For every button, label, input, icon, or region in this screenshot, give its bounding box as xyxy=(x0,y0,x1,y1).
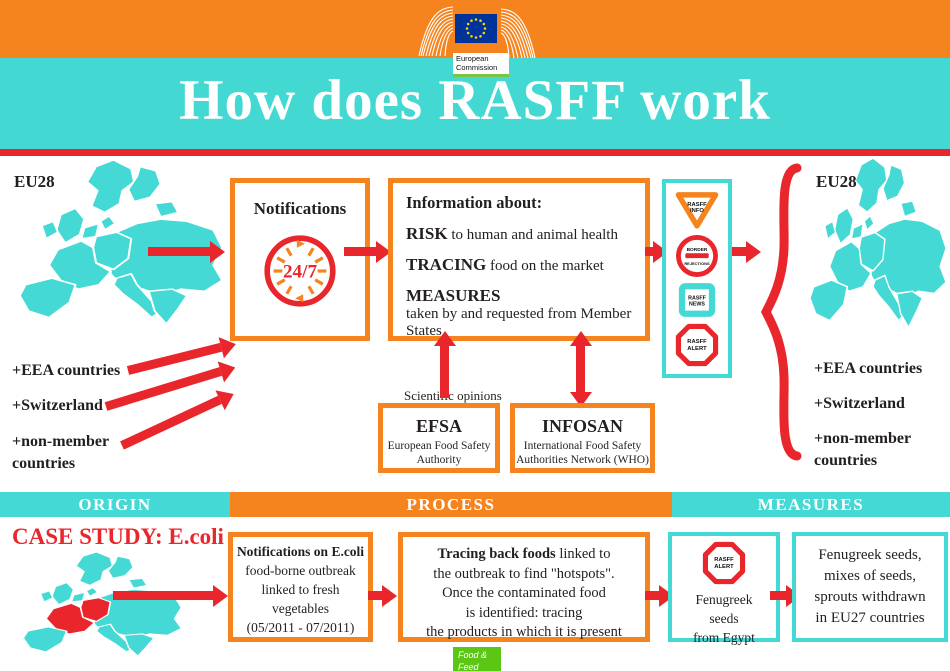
annotation-switzerland-right: +Switzerland xyxy=(814,395,905,412)
eu28-label-left: EU28 xyxy=(14,172,55,191)
scientific-opinions-label: Scientific opinions xyxy=(404,388,502,403)
logo-word-european: European xyxy=(456,54,489,63)
case-box3-lines: Fenugreek seeds from Egypt xyxy=(693,591,755,645)
svg-text:ALERT: ALERT xyxy=(714,564,734,570)
information-heading: Information about: xyxy=(406,193,543,212)
info-row-measures: MEASURES taken by and requested from Mem… xyxy=(406,286,645,340)
section-bar-origin: ORIGIN xyxy=(0,492,230,517)
page-title: How does RASFF work xyxy=(179,69,771,132)
arrow-info-to-icons xyxy=(645,240,668,263)
arrow-box2-to-box3 xyxy=(645,584,674,607)
clock-24-7-icon: 24/7 xyxy=(264,235,336,307)
logo-word-commission: Commission xyxy=(456,62,498,72)
case-study-heading: CASE STUDY: E.coli xyxy=(12,524,224,549)
arrow-map-to-notifications xyxy=(148,240,225,263)
risk-term: RISK xyxy=(406,224,448,243)
information-box: Information about: RISK to human and ani… xyxy=(388,178,650,341)
section-bar-process: PROCESS xyxy=(230,492,672,517)
infosan-subtitle: International Food Safety Authorities Ne… xyxy=(516,440,649,467)
svg-text:RASFF: RASFF xyxy=(714,557,734,563)
food-and-feed-line1: Food & xyxy=(458,650,488,660)
risk-rest: to human and animal health xyxy=(447,227,618,243)
efsa-title: EFSA xyxy=(415,416,462,436)
arrow-casemap-to-box1 xyxy=(113,584,228,607)
case-box-tracing: Tracing back foods linked to the outbrea… xyxy=(398,532,650,642)
arrow-notifications-to-info xyxy=(344,240,391,263)
svg-text:INFO: INFO xyxy=(690,208,704,214)
svg-text:RASFF: RASFF xyxy=(688,296,706,302)
curly-brace xyxy=(760,163,802,461)
case-box-fenugreek-egypt: RASFF ALERT Fenugreek seeds from Egypt xyxy=(668,532,780,645)
clock-label: 24/7 xyxy=(283,261,318,282)
arrow-box1-to-box2 xyxy=(368,584,397,607)
eu28-map-left xyxy=(8,159,228,346)
rasff-news-icon: RASFF NEWS xyxy=(678,283,716,318)
info-row-risk: RISK to human and animal health xyxy=(406,224,645,244)
svg-text:RASFF: RASFF xyxy=(687,202,707,208)
svg-text:NEWS: NEWS xyxy=(689,302,705,308)
info-row-tracing: TRACING food on the market xyxy=(406,255,645,275)
svg-text:ALERT: ALERT xyxy=(687,346,707,352)
notifications-box: Notifications 24/7 xyxy=(230,178,370,341)
case-study-map xyxy=(14,551,186,670)
rasff-alert-icon: RASFF ALERT xyxy=(675,323,719,367)
tracing-term: TRACING xyxy=(406,255,487,274)
border-rejections-icon: BORDER REJECTIONS xyxy=(676,234,718,277)
infosan-title: INFOSAN xyxy=(541,416,623,436)
european-commission-logo: European Commission xyxy=(418,6,550,80)
annotation-nonmember-left: +non-member countries xyxy=(12,433,109,472)
case-box-withdrawn: Fenugreek seeds, mixes of seeds, sprouts… xyxy=(792,532,948,642)
efsa-box: EFSA European Food Safety Authority xyxy=(378,403,500,473)
annotation-nonmember-right: +non-member countries xyxy=(814,430,911,469)
svg-text:RASFF: RASFF xyxy=(687,339,707,345)
arrow-box3-to-box4 xyxy=(770,584,801,607)
logo-swoosh-left-icon xyxy=(418,6,454,57)
annotation-switzerland-left: +Switzerland xyxy=(12,397,103,414)
eu28-map-right xyxy=(802,157,950,350)
logo-swoosh-right-icon xyxy=(500,8,536,59)
case-box1-lines: food-borne outbreak linked to fresh vege… xyxy=(245,562,356,635)
eu28-label-right: EU28 xyxy=(816,172,857,191)
annotation-eea-left: +EEA countries xyxy=(12,362,121,379)
infosan-box: INFOSAN International Food Safety Author… xyxy=(510,403,655,473)
rasff-info-icon: RASFF INFO xyxy=(675,192,719,229)
tracing-rest: food on the market xyxy=(486,258,604,274)
red-divider xyxy=(0,149,950,156)
rasff-channels-column: RASFF INFO BORDER REJECTIONS RASFF NEWS … xyxy=(662,179,732,378)
arrow-infosan-info-bidirectional xyxy=(569,331,592,407)
arrow-efsa-to-info xyxy=(433,331,456,398)
arrow-icons-to-brace xyxy=(728,240,761,263)
case-box4-lines: Fenugreek seeds, mixes of seeds, sprouts… xyxy=(814,547,926,626)
svg-text:BORDER: BORDER xyxy=(687,247,708,253)
measures-rest: taken by and requested from Member State… xyxy=(406,306,632,339)
case-box2-rest: linked to the outbreak to find "hotspots… xyxy=(426,546,622,641)
case-box2-bold: Tracing back foods xyxy=(437,546,556,562)
annotation-eea-right: +EEA countries xyxy=(814,360,923,377)
logo-wordmark: European Commission xyxy=(453,53,509,78)
case-box1-bold: Notifications on E.coli xyxy=(236,544,365,559)
measures-term: MEASURES xyxy=(406,286,501,305)
food-and-feed-tag: Food & Feed xyxy=(453,647,501,671)
food-and-feed-line2: Feed xyxy=(458,661,479,671)
section-bar-measures: MEASURES xyxy=(672,492,950,517)
eu-flag-icon xyxy=(455,14,497,43)
svg-text:REJECTIONS: REJECTIONS xyxy=(684,261,710,266)
notifications-title: Notifications xyxy=(253,199,347,218)
rasff-alert-icon-case: RASFF ALERT xyxy=(702,541,746,585)
case-box-notifications: Notifications on E.coli food-borne outbr… xyxy=(228,532,373,642)
efsa-subtitle: European Food Safety Authority xyxy=(387,440,491,467)
